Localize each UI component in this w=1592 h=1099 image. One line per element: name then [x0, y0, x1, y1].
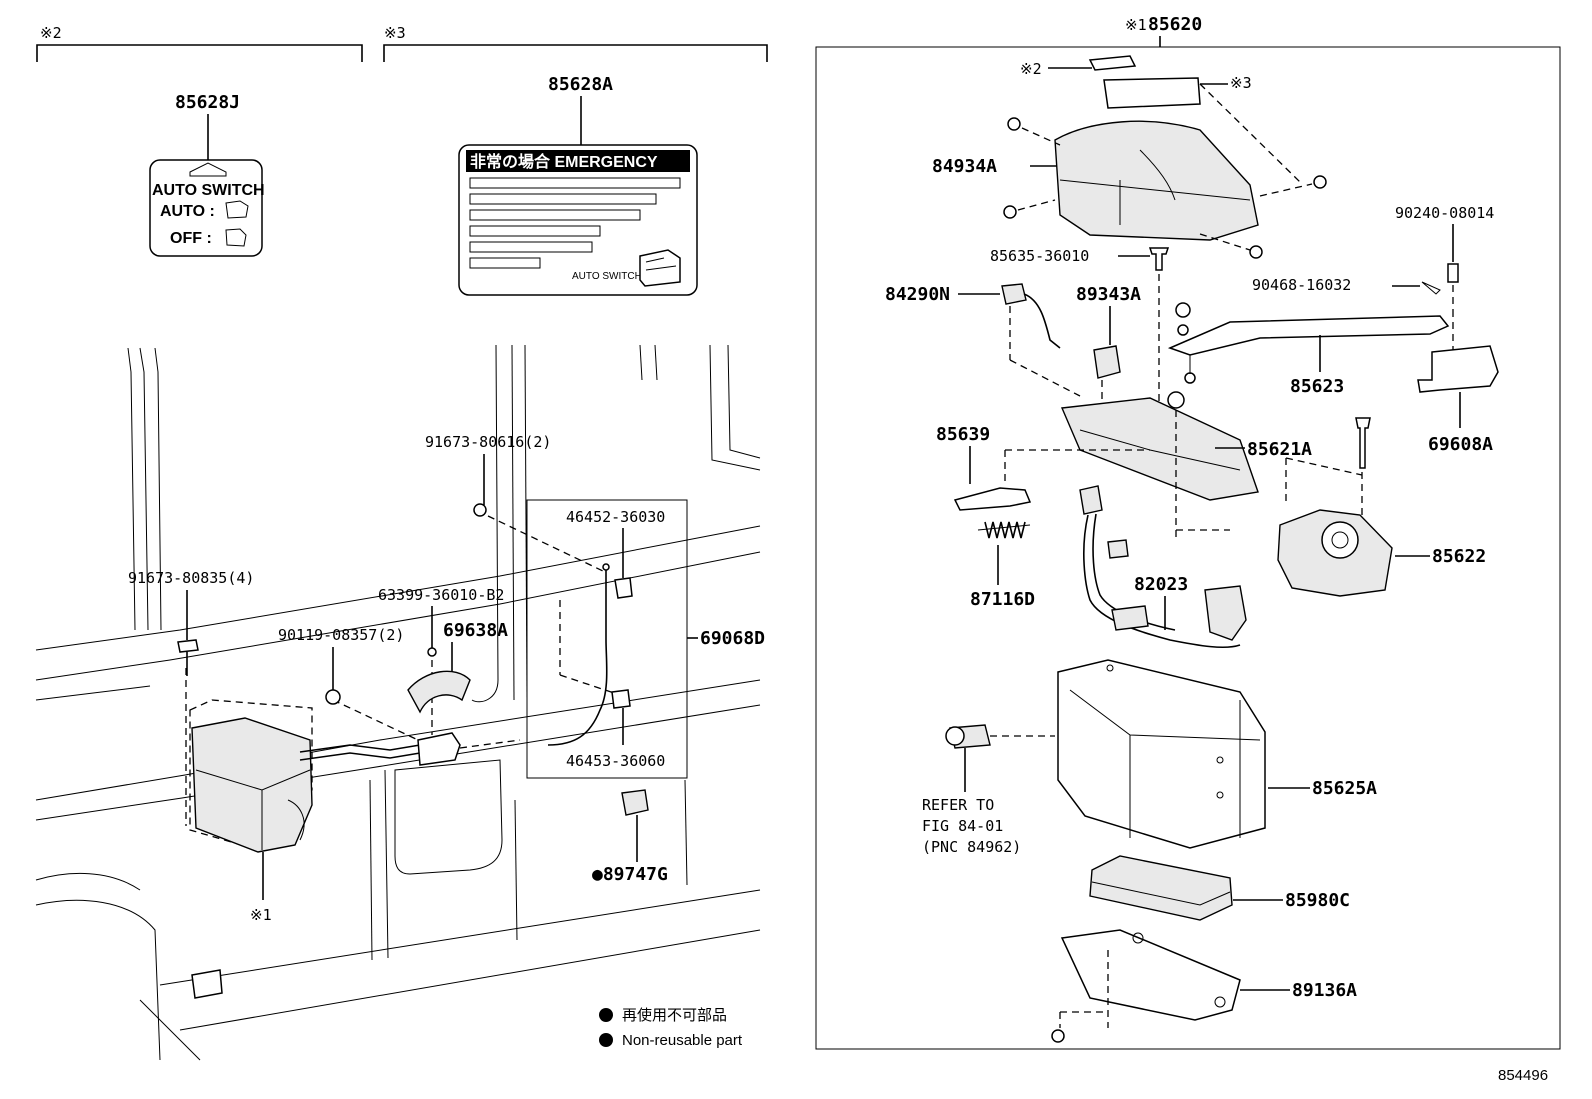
sticker-auto-switch-title: AUTO SWITCH: [152, 182, 265, 199]
note2-right: ※2: [1020, 60, 1042, 78]
refer-line3: (PNC 84962): [922, 838, 1021, 856]
cover-84934A: 84934A: [932, 83, 1327, 259]
sticker-auto-switch: 85628J AUTO SWITCH AUTO : OFF :: [149, 92, 265, 257]
bracket-note3: ※3: [383, 24, 768, 62]
switch-89747G: ●89747G: [592, 789, 668, 885]
bracket-note3-label: ※3: [384, 24, 406, 42]
pnc-91673-80616: 91673-80616(2): [425, 433, 551, 451]
pnc-85639: 85639: [936, 424, 990, 445]
pnc-85620: 85620: [1148, 14, 1202, 35]
legend-en: Non-reusable part: [622, 1032, 743, 1049]
connector-89343A: 89343A: [1076, 284, 1141, 420]
callout-91673-80616: 91673-80616(2): [425, 433, 606, 573]
bracket-69608A: 69608A: [1417, 310, 1499, 455]
actuator-assembly-installed: ※1: [185, 648, 521, 924]
clip-90468-16032: 90468-16032: [1252, 276, 1441, 295]
sticker-off-row: OFF :: [170, 230, 212, 247]
legend-dot-en: [599, 1033, 613, 1047]
note1-marker-right: ※1: [1125, 16, 1147, 34]
link-85623: 85623: [1167, 315, 1450, 397]
pnc-82023: 82023: [1134, 574, 1188, 595]
bolt-90240-08014: 90240-08014: [1395, 204, 1494, 310]
pnc-89747G: ●89747G: [592, 864, 668, 885]
bracket-note2-label: ※2: [40, 24, 62, 42]
pnc-85623: 85623: [1290, 376, 1344, 397]
figure-number: 854496: [1498, 1067, 1548, 1084]
label-plates: ※2 ※3: [1020, 55, 1252, 109]
ecu-85980C: 85980C: [1089, 855, 1350, 921]
note3-right: ※3: [1230, 74, 1252, 92]
legend: 再使用不可部品 Non-reusable part: [599, 1007, 743, 1049]
vehicle-body-outline: [35, 344, 761, 1061]
motor-85622: 85622: [1176, 417, 1486, 597]
switch-ref-84962: REFER TO FIG 84-01 (PNC 84962): [922, 724, 1055, 856]
note1-marker-left: ※1: [250, 906, 272, 924]
pnc-85621A: 85621A: [1247, 439, 1312, 460]
pnc-87116D: 87116D: [970, 589, 1035, 610]
pnc-85628J: 85628J: [175, 92, 240, 113]
pnc-69638A: 69638A: [443, 620, 508, 641]
pnc-84934A: 84934A: [932, 156, 997, 177]
pnc-89343A: 89343A: [1076, 284, 1141, 305]
refer-line2: FIG 84-01: [922, 817, 1003, 835]
callout-90119-08357: 90119-08357(2): [278, 626, 404, 705]
callout-63399-36010: 63399-36010-B2: [378, 586, 504, 657]
pnc-85635-36010: 85635-36010: [990, 247, 1089, 265]
sensor-84290N: 84290N: [885, 283, 1081, 397]
pnc-84290N: 84290N: [885, 284, 950, 305]
case-85625A: 85625A: [1057, 659, 1377, 849]
pnc-85628A: 85628A: [548, 74, 613, 95]
sticker-auto-row: AUTO :: [160, 203, 215, 220]
cable-kit-69068D: 46452-36030 46453-36060 69068D: [526, 499, 765, 779]
pnc-69608A: 69608A: [1428, 434, 1493, 455]
bracket-note2: ※2: [36, 24, 363, 62]
legend-jp: 再使用不可部品: [622, 1007, 727, 1024]
callout-69638A: 69638A: [407, 620, 508, 714]
pnc-85625A: 85625A: [1312, 778, 1377, 799]
refer-line1: REFER TO: [922, 796, 994, 814]
pnc-89136A: 89136A: [1292, 980, 1357, 1001]
pnc-90119-08357: 90119-08357(2): [278, 626, 404, 644]
sticker-emergency: 85628A 非常の場合 EMERGENCY AUTO SWITCH: [458, 74, 698, 296]
pnc-91673-80835: 91673-80835(4): [128, 569, 254, 587]
pnc-69068D: 69068D: [700, 628, 765, 649]
pnc-85980C: 85980C: [1285, 890, 1350, 911]
spring-87116D: 87116D: [970, 521, 1035, 610]
callout-91673-80835: 91673-80835(4): [128, 569, 254, 676]
harness-82023: 82023: [1079, 485, 1247, 649]
pnc-90240-08014: 90240-08014: [1395, 204, 1494, 222]
sticker-emergency-caption: AUTO SWITCH: [572, 271, 642, 282]
screw-85635-36010: 85635-36010: [990, 247, 1170, 450]
pnc-46453-36060: 46453-36060: [566, 752, 665, 770]
assembly-85620: ※1 85620: [815, 14, 1561, 1050]
legend-dot-jp: [599, 1008, 613, 1022]
pnc-85622: 85622: [1432, 546, 1486, 567]
pnc-63399-36010-B2: 63399-36010-B2: [378, 586, 504, 604]
bracket-89136A: 89136A: [1051, 929, 1357, 1043]
pnc-90468-16032: 90468-16032: [1252, 276, 1351, 294]
sticker-emergency-title: 非常の場合 EMERGENCY: [470, 152, 658, 171]
lever-85639: 85639: [936, 424, 1150, 511]
pnc-46452-36030: 46452-36030: [566, 508, 665, 526]
